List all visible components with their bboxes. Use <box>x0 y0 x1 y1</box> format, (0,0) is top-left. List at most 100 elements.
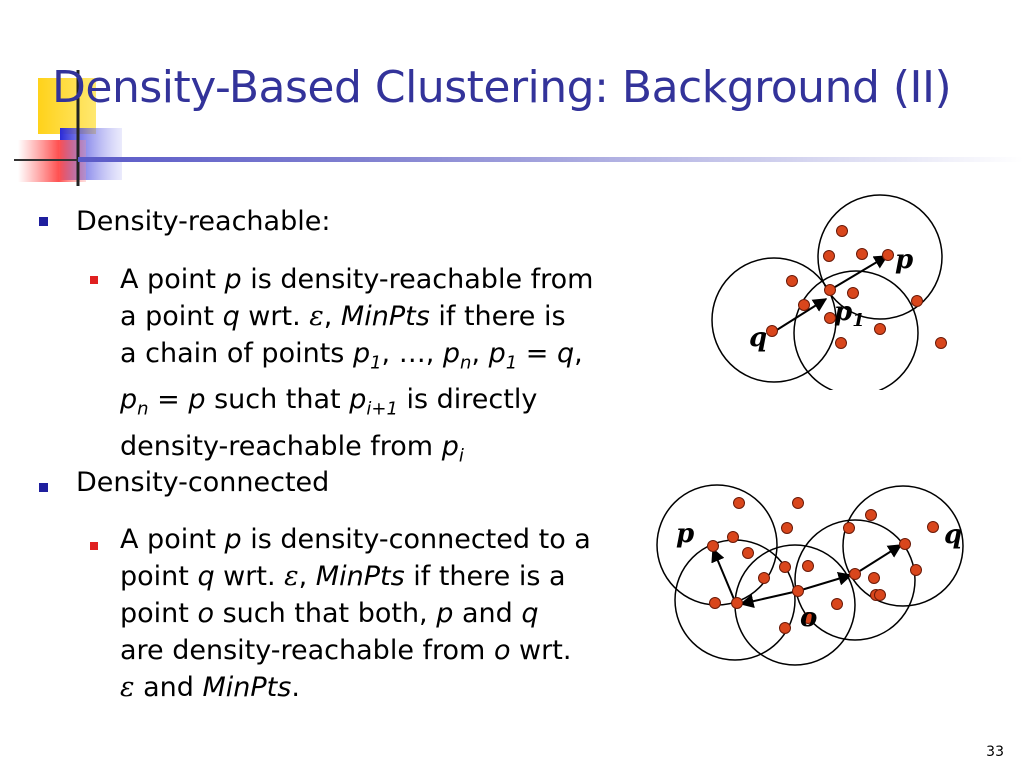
data-point <box>868 572 880 584</box>
bullet-heading-connected: Density-connected <box>76 467 330 498</box>
text-run: , …, <box>381 338 443 369</box>
math-symbol: MinPts <box>315 561 405 592</box>
epsilon-symbol: ε <box>120 672 135 703</box>
data-point <box>874 323 886 335</box>
data-point <box>731 597 743 609</box>
definition-line: A point p is density-reachable from <box>120 261 655 298</box>
epsilon-symbol: ε <box>309 301 324 332</box>
corner-decoration <box>14 70 122 186</box>
text-run: and <box>134 672 203 703</box>
neighborhood-circle <box>842 485 964 607</box>
data-point <box>847 287 859 299</box>
data-point <box>824 284 836 296</box>
data-point <box>874 589 886 601</box>
text-run: = <box>148 384 189 416</box>
neighborhood-circle <box>817 194 943 320</box>
data-point <box>733 497 745 509</box>
neighborhood-circle <box>794 519 916 641</box>
text-run: wrt. <box>510 635 572 666</box>
text-run: = <box>517 338 558 369</box>
reach-arrow <box>739 590 799 609</box>
subscript: 1 <box>505 352 518 374</box>
data-points <box>707 497 939 634</box>
label-o: o <box>800 603 817 633</box>
label-q: q <box>944 520 962 550</box>
math-symbol: o <box>493 635 511 666</box>
reach-arrow <box>797 571 853 592</box>
text-run: is density-connected to a <box>241 524 591 555</box>
definition-line: a point q wrt. ε, MinPts if there is <box>120 298 655 335</box>
data-point <box>899 538 911 550</box>
neighborhood-circle <box>793 270 919 390</box>
data-point <box>927 521 939 533</box>
data-point <box>781 522 793 534</box>
text-run: wrt. <box>239 301 310 332</box>
definition-line: A point p is density-connected to a <box>120 521 655 558</box>
data-point <box>836 225 848 237</box>
page-number: 33 <box>986 744 1004 760</box>
density-reachable-diagram: p q p1 <box>711 194 947 390</box>
data-point <box>779 622 791 634</box>
math-symbol: p <box>352 338 371 369</box>
data-point <box>792 585 804 597</box>
math-symbol: p <box>488 338 506 369</box>
text-run: such that <box>205 384 350 416</box>
math-symbol: p <box>349 384 367 416</box>
math-symbol: p <box>442 338 461 369</box>
math-symbol: p <box>120 384 138 416</box>
data-point <box>835 337 847 349</box>
math-symbol: q <box>521 598 539 629</box>
data-point <box>709 597 721 609</box>
subscript: n <box>460 352 472 374</box>
bullet-marker <box>39 483 48 492</box>
text-run: a point <box>120 301 223 332</box>
text-run: . <box>291 672 300 703</box>
bullet-marker <box>39 217 48 226</box>
text-run: are density-reachable from <box>120 635 494 666</box>
math-symbol: q <box>557 338 575 369</box>
label-q: q <box>749 323 767 353</box>
reach-arrow <box>829 255 889 291</box>
data-point <box>823 250 835 262</box>
definition-line: density-reachable from pi <box>120 428 655 474</box>
reach-arrow <box>854 544 903 575</box>
math-symbol: p <box>436 598 454 629</box>
text-run: density-reachable from <box>120 430 442 462</box>
data-point <box>802 612 814 624</box>
text-run: if there is a <box>404 561 566 592</box>
subscript: i+1 <box>366 398 398 420</box>
text-run: and <box>453 598 522 629</box>
data-point <box>824 312 836 324</box>
data-point <box>910 564 922 576</box>
definition-line: point o such that both, p and q <box>120 595 655 632</box>
neighborhood-circle <box>711 257 837 383</box>
math-symbol: p <box>188 384 206 416</box>
text-run: is density-reachable from <box>241 264 594 295</box>
reach-arrow <box>771 298 828 334</box>
definition-line: are density-reachable from o wrt. <box>120 632 655 669</box>
slide-title: Density-Based Clustering: Background (II… <box>52 62 952 113</box>
text-run: if there is <box>429 301 566 332</box>
text-run: a chain of points <box>120 338 353 369</box>
data-point <box>831 598 843 610</box>
subscript: i <box>458 445 464 467</box>
math-symbol: q <box>222 301 240 332</box>
text-run: point <box>120 561 198 592</box>
data-point <box>849 568 861 580</box>
text-run: point <box>120 598 198 629</box>
text-run: , <box>323 301 341 332</box>
epsilon-symbol: ε <box>284 561 299 592</box>
text-run: A point <box>120 524 225 555</box>
data-point <box>843 522 855 534</box>
data-point <box>935 337 947 349</box>
label-p: p <box>895 245 913 275</box>
data-point <box>779 561 791 573</box>
data-point <box>758 572 770 584</box>
data-point <box>766 325 778 337</box>
math-symbol: MinPts <box>202 672 292 703</box>
math-symbol: p <box>441 430 459 462</box>
label-p: p <box>676 519 694 549</box>
title-underline <box>78 157 1024 162</box>
